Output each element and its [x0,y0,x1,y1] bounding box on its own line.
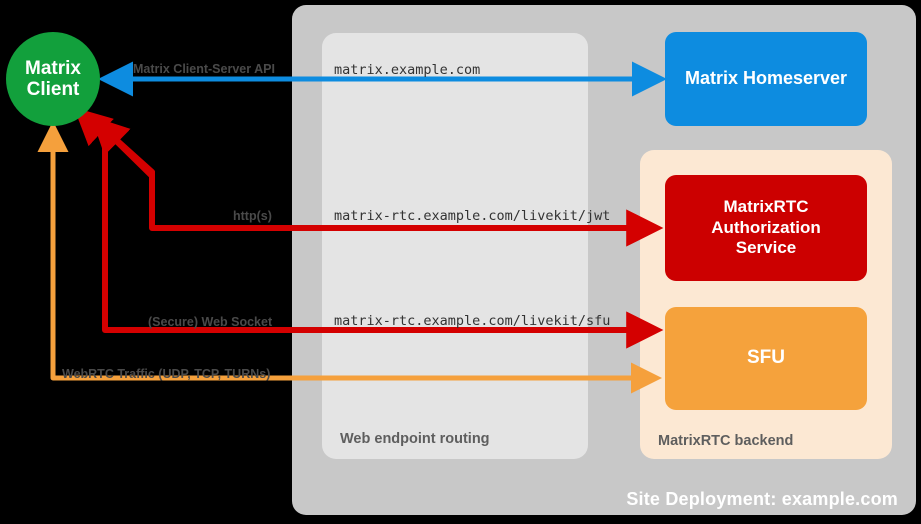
web-endpoint-routing-container: Web endpoint routing [322,33,588,459]
arrow-webrtc-to-sfu [50,130,662,394]
auth-line1: MatrixRTC [723,197,809,217]
protocol-https: http(s) [233,209,272,223]
endpoint-livekit-sfu: matrix-rtc.example.com/livekit/sfu [334,313,611,329]
node-matrix-homeserver[interactable]: Matrix Homeserver [665,32,867,126]
node-matrixrtc-authorization-service[interactable]: MatrixRTC Authorization Service [665,175,867,281]
protocol-websocket: (Secure) Web Socket [148,315,273,329]
protocol-client-server-api: Matrix Client-Server API [133,62,275,76]
endpoint-homeserver: matrix.example.com [334,62,481,78]
node-matrix-client[interactable]: Matrix Client [6,32,100,126]
web-endpoint-routing-label: Web endpoint routing [340,431,490,447]
arrow-websocket-head-to-client [73,107,114,147]
endpoint-livekit-jwt: matrix-rtc.example.com/livekit/jwt [334,208,611,224]
matrix-homeserver-label: Matrix Homeserver [684,68,848,89]
sfu-label: SFU [747,347,785,369]
matrix-client-line2: Client [26,79,80,100]
matrixrtc-backend-label: MatrixRTC backend [658,433,794,449]
auth-line2: Authorization [711,217,821,237]
auth-line3: Service [735,238,797,258]
protocol-webrtc: WebRTC Traffic (UDP, TCP, TURNs) [62,367,271,381]
site-deployment-label: Site Deployment: example.com [626,489,898,509]
matrix-client-line1: Matrix [25,57,81,79]
node-sfu[interactable]: SFU [665,307,867,410]
arrow-websocket-to-sfu [102,132,664,349]
